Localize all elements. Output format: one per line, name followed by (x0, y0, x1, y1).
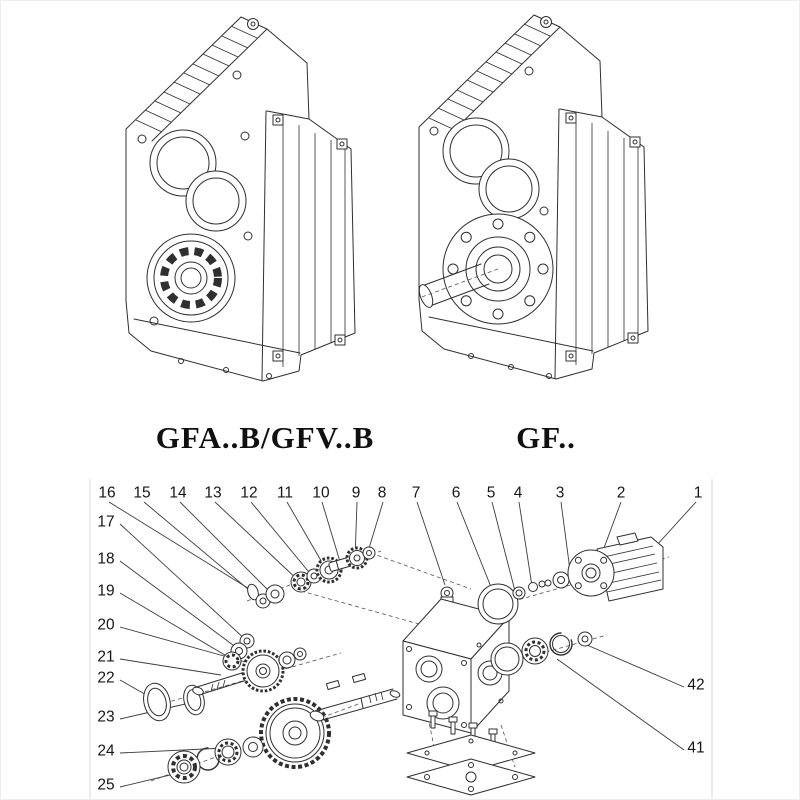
callout-17: 17 (97, 513, 115, 531)
output-gear (259, 697, 331, 769)
callout-14: 14 (169, 484, 187, 502)
bottom-cover-plate (406, 758, 536, 796)
callout-4: 4 (513, 484, 523, 502)
exploded-view-drawing (108, 501, 697, 796)
bolt-holes (429, 66, 549, 216)
flange-gasket (477, 583, 519, 625)
side-ribs (575, 116, 639, 365)
corner-pads (565, 112, 641, 362)
cooling-fins (428, 23, 551, 131)
output-bearing (146, 233, 236, 323)
input-shaft-parts (247, 546, 376, 609)
callout-21: 21 (97, 648, 115, 666)
gearbox-gf-drawing (418, 14, 649, 380)
callout-23: 23 (97, 708, 115, 726)
output-shaft (418, 263, 499, 308)
gear-bore-lower (478, 158, 540, 220)
callout-19: 19 (97, 582, 115, 600)
callout-7: 7 (411, 484, 421, 502)
callout-20: 20 (97, 616, 115, 634)
callout-10: 10 (312, 484, 330, 502)
callout-3: 3 (555, 484, 565, 502)
callout-42: 42 (687, 676, 705, 694)
callout-16: 16 (98, 484, 116, 502)
cooling-fins (135, 25, 258, 133)
model-label-gfab: GFA..B/GFV..B (155, 420, 375, 455)
callout-5: 5 (486, 484, 496, 502)
callout-11: 11 (276, 484, 294, 502)
callout-12: 12 (240, 484, 258, 502)
callout-13: 13 (204, 484, 222, 502)
lifting-eye (540, 16, 552, 28)
gear-bore-lower (185, 170, 247, 232)
output-bearing-parts (490, 631, 593, 676)
model-label-gf: GF.. (516, 420, 576, 455)
callout-1: 1 (693, 484, 703, 502)
motor-and-coupling-parts (477, 532, 664, 625)
motor-flange (567, 549, 615, 597)
callout-25: 25 (97, 776, 115, 794)
leader-lines (108, 501, 697, 788)
gearbox-gfab-drawing (125, 16, 356, 382)
callout-41: 41 (687, 739, 705, 757)
motor-drawing (567, 532, 664, 602)
corner-pads (272, 114, 348, 362)
callout-24: 24 (97, 742, 115, 760)
ball-bearing (167, 750, 201, 784)
bolt-holes (137, 70, 253, 326)
cover-bolts (428, 710, 498, 747)
callout-9: 9 (351, 484, 361, 502)
side-ribs (282, 118, 346, 367)
callout-8: 8 (377, 484, 387, 502)
intermediate-shaft-parts (143, 633, 401, 784)
page-edge-lines (89, 479, 713, 799)
pinion-shaft (192, 671, 248, 696)
callout-2: 2 (616, 484, 626, 502)
callout-15: 15 (133, 484, 151, 502)
callout-18: 18 (97, 550, 115, 568)
callout-22: 22 (97, 669, 115, 687)
lifting-eye (247, 18, 259, 30)
callout-6: 6 (451, 484, 461, 502)
output-shaft-part (309, 688, 401, 722)
